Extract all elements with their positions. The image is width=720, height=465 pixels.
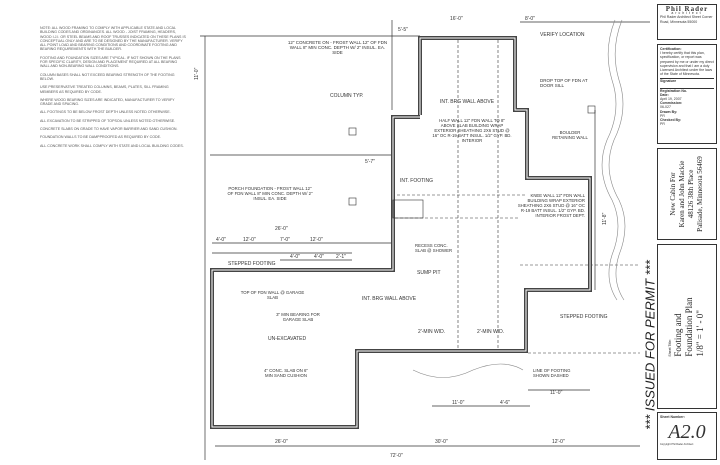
int-footing-note: INT. FOOTING [400,178,433,184]
firm-box: Phil Rader architect Phil Rader Architec… [657,4,717,40]
dim: 11'-0" [452,400,465,406]
verify-note: VERIFY LOCATION [540,32,585,38]
dim: 7'-0" [280,237,290,243]
issued-for-permit-stamp: *** ISSUED FOR PERMIT *** [642,260,658,430]
firm-name: Phil Rader [665,5,709,13]
project-line: Palisade, Minnesota 56469 [696,156,704,232]
sheet-number: A2.0 [668,421,706,444]
note: NOTE: ALL WOOD FRAMING TO COMPLY WITH AP… [40,26,186,52]
sheet-scale: 1/8" = 1' - 0" [695,309,705,357]
int-brg-wall-note: INT. BRG WALL ABOVE [440,99,495,105]
signature-label: Signature [660,78,714,83]
dim: 4'-0" [290,254,300,260]
dim: 12'-0" [310,237,323,243]
garage-slab-note: 4" CONC. SLAB ON 6" MIN SAND CUSHION [264,368,308,378]
knee-wall-note: KNEE WALL 12" FDN WALL BUILDING WRAP EXT… [517,193,585,218]
dim: 16'-0" [450,16,463,22]
project-line: New Cabin For [669,172,677,216]
note: ALL CONCRETE WORK SHALL COMPLY WITH STAT… [40,143,184,148]
column-note: COLUMN TYP. [330,93,363,99]
dimension-lines [200,20,650,460]
copyright: Copyright Phil Rader Architect [660,443,694,447]
certification-box: Certification: I hereby certify that thi… [657,44,717,144]
project-line: 48126 38th Place [687,169,695,219]
note: FOOTING AND FOUNDATION SIZES ARE TYPICAL… [40,55,181,69]
note: ALL FOOTINGS TO BE BELOW FROST DEPTH UNL… [40,110,171,115]
dim: 11'-0" [550,390,563,396]
dimension-labels: 5'-5" 16'-0" 8'-0" 11'-0" 26'-0" 4'-0" 1… [194,16,608,459]
title-block: Phil Rader architect Phil Rader Architec… [657,4,717,460]
int-brg-wall-note: INT. BRG WALL ABOVE [362,296,417,302]
door-sill-note: DROP TOP OF FDN AT DOOR SILL [540,78,588,88]
half-wall-note: HALF WALL 12" FDN WALL TO 8" ABOVE SLAB … [432,118,512,143]
sheet-title-line: Foundation Plan [684,296,694,357]
firm-contact: Phil Rader Architect Sheet Corner Road, … [660,15,713,24]
project-line: Karen and John Mackie [678,160,686,228]
dim: 5'-7" [365,159,375,165]
min-width-note: 2'-MIN WID. [418,329,445,335]
note: FOUNDATION WALLS TO BE DAMPPROOFED AS RE… [40,135,162,140]
dim: 26'-0" [275,226,288,232]
foundation-walls [210,36,592,429]
dim: 11'-0" [194,67,200,80]
drawn-by-value: PR [660,113,665,118]
dim: 5'-5" [398,27,408,33]
dim: 4'-6" [500,400,510,406]
dim: 4'-0" [216,237,226,243]
sheet-title: Sheet Title: Footing and Foundation Plan… [668,297,706,356]
sheet-number-box: Sheet Number: A2.0 Copyright Phil Rader … [657,412,717,460]
footing-lines [392,40,640,354]
line-of-footing-note: LINE OF FOOTING SHOWN DASHED [533,368,571,378]
porch-foundation-note: PORCH FOUNDATION - FROST WALL 12" OF FDN… [227,186,313,201]
boulder-wall-note: BOULDER RETAINING WALL [552,130,588,140]
project-title: New Cabin For Karen and John Mackie 4812… [669,156,705,232]
note: CONCRETE SLABS ON GRADE TO HAVE VAPOR BA… [40,127,178,132]
certification-label: Certification: [660,47,682,51]
stepped-footing-note: STEPPED FOOTING [560,314,608,320]
general-notes: NOTE: ALL WOOD FRAMING TO COMPLY WITH AP… [40,26,186,152]
drawn-by-label: Drawn By: [660,109,678,114]
dim: 30'-0" [435,439,448,445]
dim: 2'-1" [336,254,346,260]
commission-value: 06-027 [660,105,671,110]
note: USE PRESERVATIVE TREATED COLUMNS, BEAMS,… [40,85,169,94]
date-value: April 19, 2007 [660,97,682,102]
stepped-footing-note: STEPPED FOOTING [228,261,276,267]
boulder-retaining-wall [412,19,626,378]
sump-pit-note: SUMP PIT [417,270,441,276]
recess-slab-note: RECESS CONC. SLAB @ SHOWER [415,243,453,253]
commission-label: Commission: [660,101,683,106]
plan-annotations: 12" CONCRETE ON - FROST WALL 12" OF FDN … [227,32,608,378]
registration-label: Registration No. [660,87,714,93]
dim: 26'-0" [275,439,288,445]
dim: 72'-0" [390,453,403,459]
dim: 4'-0" [314,254,324,260]
frost-wall-note: 12" CONCRETE ON - FROST WALL 12" OF FDN … [287,40,388,55]
dim: 11'-8" [602,212,608,225]
top-of-wall-note: TOP OF FDN WALL @ GARAGE SLAB [240,290,305,300]
note: ALL EXCAVATION TO BE STRIPPED OF TOPSOIL… [40,118,176,123]
checked-by-label: Checked By: [660,118,682,123]
bearing-note: 3" MIN BEARING FOR GARAGE SLAB [276,312,320,322]
sheet-title-line: Footing and [673,312,683,357]
unexcavated-note: UN-EXCAVATED [268,336,306,342]
sheet-title-box: Sheet Title: Footing and Foundation Plan… [657,244,717,409]
dim: 12'-0" [243,237,256,243]
sheet-number-label: Sheet Number: [660,415,685,419]
firm-subtitle: architect [671,11,703,16]
columns [348,105,596,219]
checked-by-value: PR [660,122,665,127]
dim: 12'-0" [552,439,565,445]
dim: 8'-0" [525,16,535,22]
note: WHERE WOOD BEARING SIZES ARE INDICATED, … [40,97,175,107]
date-label: Date: [660,92,669,97]
project-box: New Cabin For Karen and John Mackie 4812… [657,148,717,240]
certification-text: I hereby certify that this plan, specifi… [660,51,714,77]
min-width-note: 2'-MIN WID. [477,329,504,335]
note: COLUMN BASES SHALL NOT EXCEED BEARING ST… [40,72,175,81]
